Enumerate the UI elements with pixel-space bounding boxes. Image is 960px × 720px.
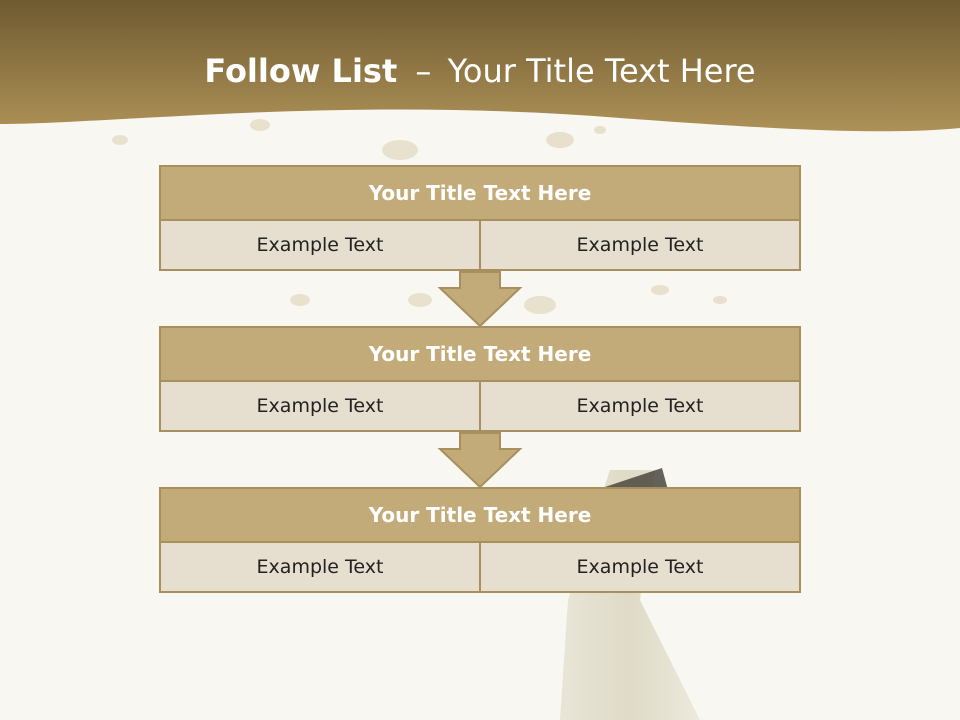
title-bold: Follow List: [204, 52, 398, 90]
top-banner: [0, 0, 960, 132]
block-heading: Your Title Text Here: [159, 165, 801, 221]
block-cell-left: Example Text: [256, 395, 384, 417]
block-heading: Your Title Text Here: [159, 326, 801, 382]
title-rest: Your Title Text Here: [447, 52, 756, 90]
slide-title: Follow List – Your Title Text Here: [0, 52, 960, 90]
block-row: Example Text Example Text: [159, 382, 801, 432]
block-heading: Your Title Text Here: [159, 487, 801, 543]
block-cell-left: Example Text: [256, 556, 384, 578]
list-block-3: Your Title Text Here Example Text Exampl…: [159, 487, 801, 593]
flow-arrow: [437, 271, 523, 489]
block-cell-left: Example Text: [256, 234, 384, 256]
block-cell-right: Example Text: [479, 543, 799, 591]
block-cell-right: Example Text: [479, 382, 799, 430]
block-cell-right: Example Text: [479, 221, 799, 269]
list-block-1: Your Title Text Here Example Text Exampl…: [159, 165, 801, 271]
block-row: Example Text Example Text: [159, 221, 801, 271]
block-row: Example Text Example Text: [159, 543, 801, 593]
list-block-2: Your Title Text Here Example Text Exampl…: [159, 326, 801, 432]
title-separator: –: [415, 52, 432, 90]
splash-decoration: [112, 119, 727, 314]
